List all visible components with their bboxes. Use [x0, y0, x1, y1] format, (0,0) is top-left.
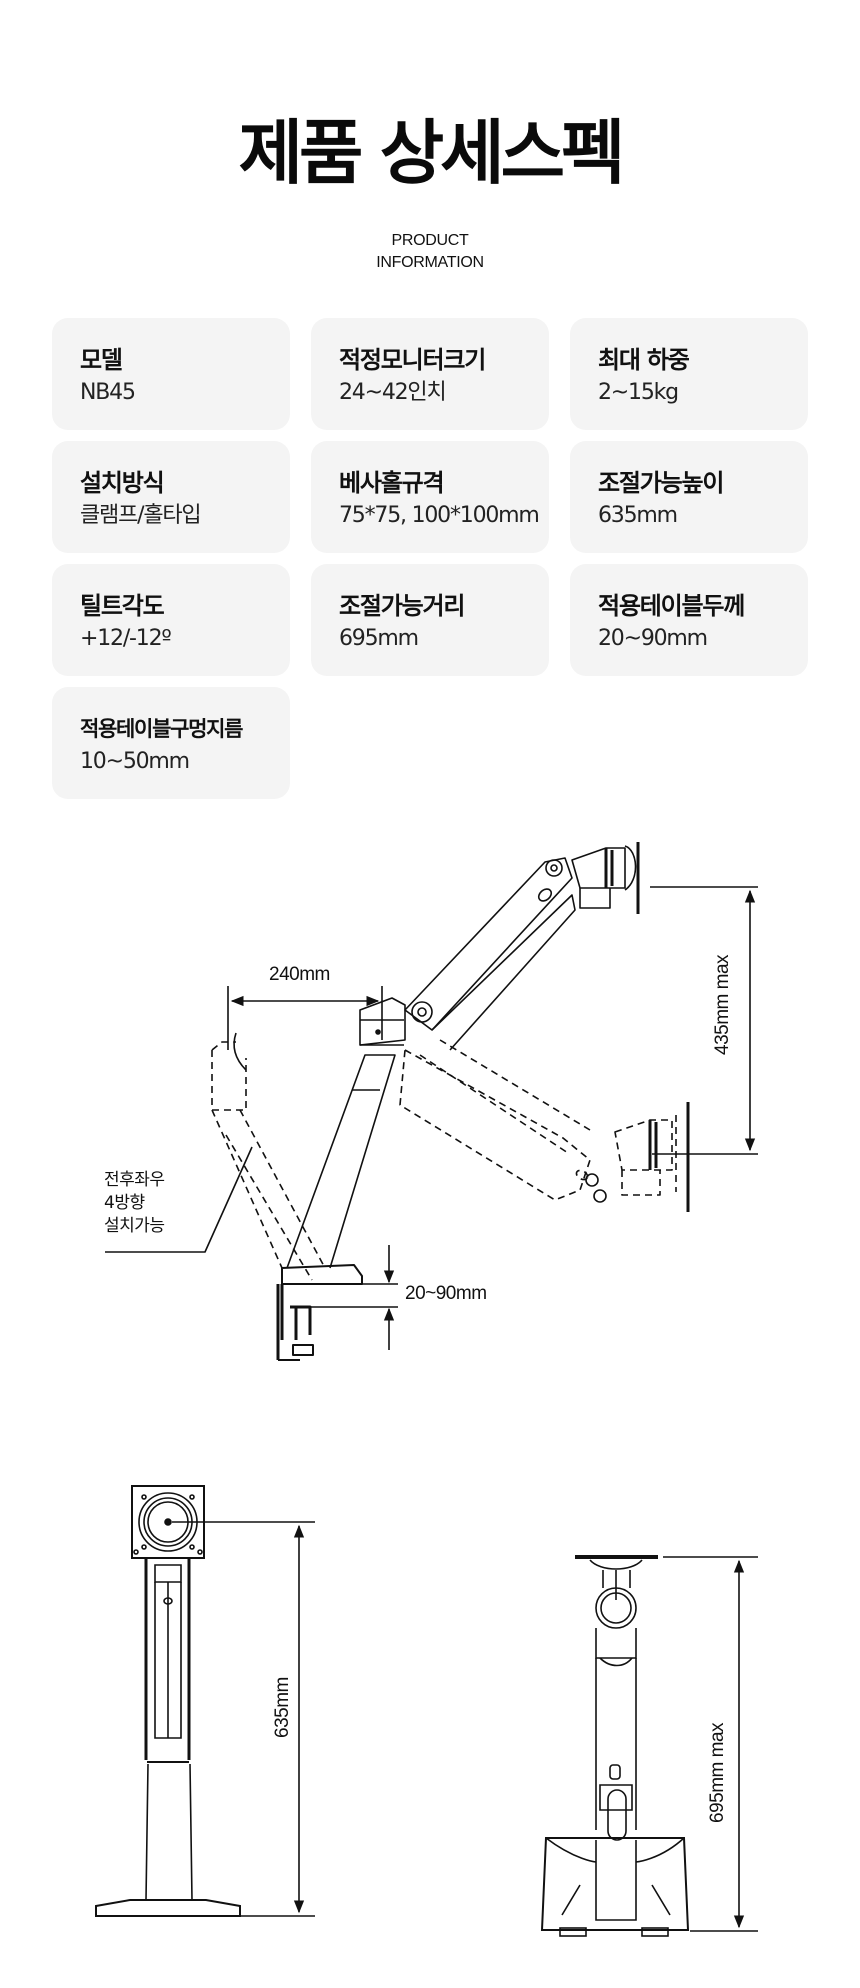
monitor-arm-side-drawing	[105, 842, 758, 1361]
spec-card-table-thickness: 적용테이블두께 20~90mm	[570, 564, 808, 676]
spec-card-model: 모델 NB45	[52, 318, 290, 430]
spec-label: 조절가능높이	[598, 469, 724, 497]
spec-label: 모델	[80, 346, 123, 374]
spec-card-height: 조절가능높이 635mm	[570, 441, 808, 553]
spec-grid: 모델 NB45 적정모니터크기 24~42인치 최대 하중 2~15kg 설치방…	[52, 318, 808, 799]
profile-view-diagram: 695mm max	[520, 1540, 780, 1940]
spec-label: 베사홀규격	[339, 469, 445, 497]
spec-value: NB45	[80, 380, 136, 405]
spec-value: 클램프/홀타입	[80, 503, 202, 528]
spec-label: 적정모니터크기	[339, 346, 486, 374]
note-line-2: 4방향	[104, 1193, 145, 1213]
spec-label: 최대 하중	[598, 346, 690, 374]
spec-label: 적용테이블구멍지름	[80, 717, 243, 741]
dimension-20-90mm: 20~90mm	[405, 1283, 487, 1304]
spec-value: 75*75, 100*100mm	[339, 503, 540, 528]
spec-value: 24~42인치	[339, 380, 447, 405]
spec-card-hole-diameter: 적용테이블구멍지름 10~50mm	[52, 687, 290, 799]
spec-card-vesa: 베사홀규격 75*75, 100*100mm	[311, 441, 549, 553]
dimension-240mm: 240mm	[269, 964, 330, 985]
spec-label: 적용테이블두께	[598, 592, 745, 620]
dimension-635mm: 635mm	[272, 1677, 293, 1738]
subtitle-line-1: PRODUCT	[391, 232, 469, 249]
spec-card-install-type: 설치방식 클램프/홀타입	[52, 441, 290, 553]
front-view-diagram: 635mm	[0, 1470, 360, 1930]
spec-value: 635mm	[598, 503, 678, 528]
spec-label: 틸트각도	[80, 592, 165, 620]
spec-card-tilt: 틸트각도 +12/-12º	[52, 564, 290, 676]
spec-label: 조절가능거리	[339, 592, 465, 620]
spec-value: 10~50mm	[80, 749, 190, 774]
spec-value: 695mm	[339, 626, 419, 651]
spec-card-distance: 조절가능거리 695mm	[311, 564, 549, 676]
dimension-695mm-max: 695mm max	[707, 1722, 728, 1823]
page-title: 제품 상세스펙	[238, 112, 626, 194]
note-line-1: 전후좌우	[104, 1170, 165, 1190]
monitor-arm-front-drawing	[95, 1485, 315, 1917]
side-view-diagram: 240mm 435mm max 20~90mm 전후좌우 4방향 설치가능	[0, 840, 860, 1380]
monitor-arm-profile-drawing	[540, 1555, 758, 1937]
dimension-435mm-max: 435mm max	[712, 954, 733, 1055]
note-line-3: 설치가능	[104, 1216, 165, 1236]
spec-card-max-load: 최대 하중 2~15kg	[570, 318, 808, 430]
spec-value: 20~90mm	[598, 626, 708, 651]
page-subtitle: PRODUCT INFORMATION	[0, 230, 860, 274]
install-direction-note: 전후좌우 4방향 설치가능	[104, 1169, 165, 1238]
spec-label: 설치방식	[80, 469, 165, 497]
spec-card-monitor-size: 적정모니터크기 24~42인치	[311, 318, 549, 430]
spec-value: +12/-12º	[80, 626, 172, 651]
subtitle-line-2: INFORMATION	[376, 254, 484, 271]
spec-value: 2~15kg	[598, 380, 679, 405]
